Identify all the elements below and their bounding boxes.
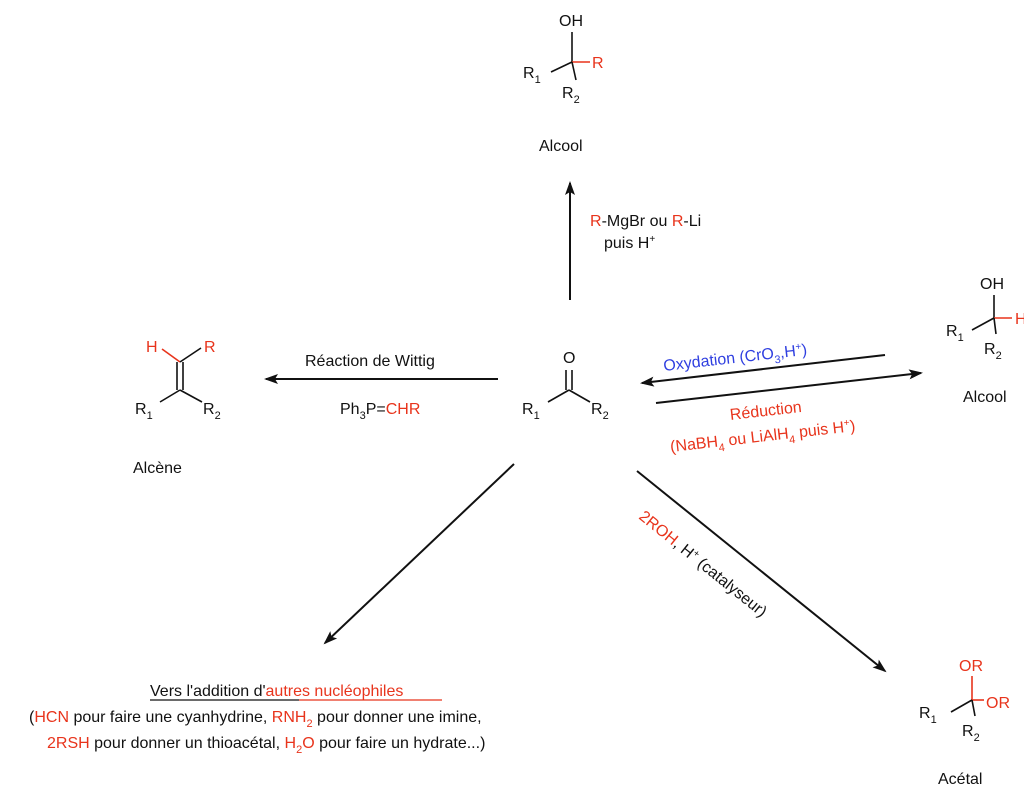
ketone-r2: R2 (591, 401, 609, 422)
acetal-or-right: OR (986, 695, 1010, 712)
top-bond-r1 (550, 61, 573, 73)
arrow-oxidation (640, 354, 886, 387)
svg-text:Réduction: Réduction (729, 399, 803, 424)
right-alcohol: OH H R1 R2 Alcool (946, 276, 1024, 406)
alkene-bond-r1 (159, 389, 181, 403)
alkene-bond-h (161, 348, 181, 363)
acetal-molecule: OR OR R1 R2 Acétal (919, 658, 1010, 788)
ketone-oxygen: O (563, 350, 575, 367)
svg-text:puis H+: puis H+ (604, 234, 655, 252)
top-alcohol: OH R R1 R2 Alcool (523, 13, 604, 155)
acetal-bond-r2 (971, 699, 976, 717)
alkene-r: R (204, 339, 216, 356)
alkene-h: H (146, 339, 158, 356)
acetal-r1: R1 (919, 705, 937, 726)
alkene-bond-r (179, 347, 202, 363)
right-bond-r1 (971, 317, 995, 331)
nucleophiles-line2: (HCN pour faire une cyanhydrine, RNH2 po… (29, 709, 482, 730)
top-alcohol-oh: OH (559, 13, 583, 30)
left-alkene: H R R1 R2 Alcène (133, 339, 221, 477)
svg-text:(NaBH4 ou LiAlH4 puis H+): (NaBH4 ou LiAlH4 puis H+) (669, 417, 856, 460)
acetal-r2: R2 (962, 723, 980, 744)
right-alcohol-h: H (1015, 311, 1024, 328)
top-alcohol-r: R (592, 55, 604, 72)
ketone-bond-left (547, 389, 570, 403)
right-alcohol-label: Alcool (963, 389, 1007, 406)
acetal-or-top: OR (959, 658, 983, 675)
wittig-ylide: Ph3P=CHR (340, 401, 420, 422)
acetal-bond-r1 (950, 699, 973, 713)
alkene-r2: R2 (203, 401, 221, 422)
svg-text:R-MgBr ou R-Li: R-MgBr ou R-Li (590, 213, 701, 230)
top-alcohol-label: Alcool (539, 138, 583, 155)
ketone-bond-right (568, 389, 591, 403)
alkene-bond-r2 (179, 389, 203, 403)
nucleophiles-text: Vers l'addition d'autres nucléophiles (H… (29, 683, 485, 756)
arrow-reduction (655, 369, 923, 404)
top-alcohol-r1: R1 (523, 65, 541, 86)
top-alcohol-r2: R2 (562, 85, 580, 106)
right-alcohol-oh: OH (980, 276, 1004, 293)
nucleophiles-line3: 2RSH pour donner un thioacétal, H2O pour… (47, 735, 485, 756)
reduction-label: Réduction (NaBH4 ou LiAlH4 puis H+) (669, 399, 856, 460)
arrow-to-nucleophiles (323, 463, 515, 645)
nucleophiles-title: Vers l'addition d'autres nucléophiles (150, 683, 403, 700)
right-bond-r2 (993, 317, 997, 335)
central-ketone: O R1 R2 (522, 350, 609, 422)
top-bond-r2 (571, 61, 577, 81)
alkene-label: Alcène (133, 460, 182, 477)
arrow-to-acetal (636, 470, 887, 673)
ketone-r1: R1 (522, 401, 540, 422)
right-alcohol-r1: R1 (946, 323, 964, 344)
alkene-r1: R1 (135, 401, 153, 422)
acetal-label: Acétal (938, 771, 982, 788)
right-alcohol-r2: R2 (984, 341, 1002, 362)
grignard-reagent: R-MgBr ou R-Li puis H+ (590, 213, 701, 252)
wittig-label: Réaction de Wittig (305, 353, 435, 370)
